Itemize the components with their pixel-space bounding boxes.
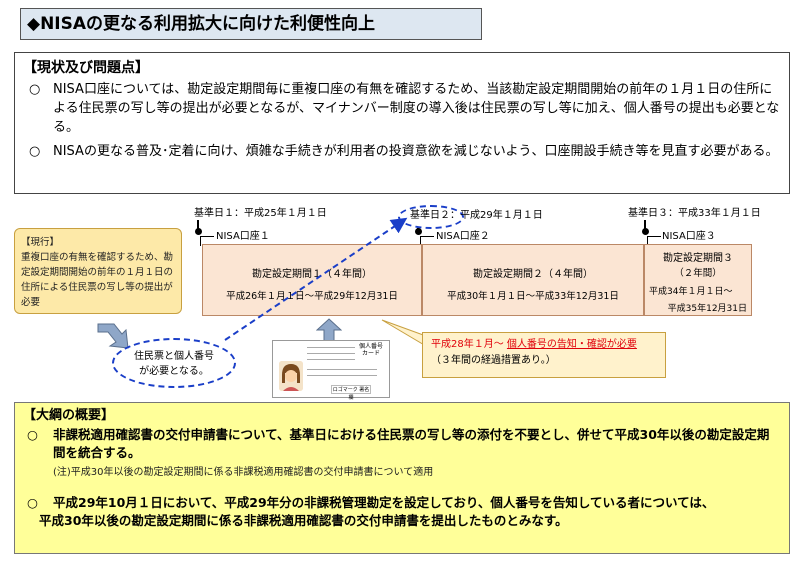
circle-mark: ○ <box>27 495 38 510</box>
status-item-2-text: NISAの更なる普及･定着に向け、煩雑な手続きが利用者の投資意欲を減じないよう、… <box>53 144 779 159</box>
timeline-diagram: 基準日１：平成25年１月１日 NISA口座１ 基準日２：平成29年１月１日 NI… <box>0 200 800 401</box>
outline-item-2-text-a: 平成29年10月１日において、平成29年分の非課税管理勘定を設定しており、個人番… <box>53 495 715 510</box>
period-2: 勘定設定期間２（４年間） 平成30年１月１日～平成33年12月31日 <box>422 244 644 316</box>
base-date-3-dot <box>642 228 649 235</box>
status-section: 【現状及び問題点】 ○ NISA口座については、勘定設定期間毎に重複口座の有無を… <box>14 52 790 194</box>
period-3-title: 勘定設定期間３ <box>663 253 733 264</box>
outline-item-1: ○ 非課税適用確認書の交付申請書について、基準日における住民票の写し等の添付を不… <box>23 426 781 462</box>
status-item-2: ○ NISAの更なる普及･定着に向け、煩雑な手続きが利用者の投資意欲を減じないよ… <box>23 142 781 161</box>
outline-heading: 【大綱の概要】 <box>23 408 115 423</box>
callout-line-2: （３年間の経過措置あり。） <box>431 355 556 366</box>
card-title-line-1: 個人番号 <box>358 343 383 350</box>
card-title: 個人番号 カード <box>359 343 383 357</box>
callout-line-1-prefix: 平成28年１月～ <box>431 339 504 350</box>
period-3-sub: （２年間） <box>674 268 722 279</box>
my-number-callout: 平成28年１月～ 個人番号の告知・確認が必要 （３年間の経過措置あり。） <box>422 332 666 378</box>
nisa-account-1: NISA口座１ <box>216 231 270 242</box>
base-date-2: 基準日２：平成29年１月１日 <box>410 210 543 222</box>
base-date-1: 基準日１：平成25年１月１日 <box>194 208 327 219</box>
callout-line-1-underlined: 個人番号の告知・確認が必要 <box>506 339 637 350</box>
callout-pointer-icon <box>381 319 427 347</box>
period-1: 勘定設定期間１（４年間） 平成26年１月１日～平成29年12月31日 <box>202 244 422 316</box>
current-rule-heading: 【現行】 <box>21 237 60 248</box>
nisa-account-2: NISA口座２ <box>436 231 490 242</box>
circle-mark: ○ <box>29 82 41 97</box>
base-date-2-date: ：平成29年１月１日 <box>450 210 543 221</box>
base-date-2-highlight <box>398 205 464 229</box>
nisa-2-bracket <box>420 236 434 246</box>
status-item-1: ○ NISA口座については、勘定設定期間毎に重複口座の有無を確認するため、当該勘… <box>23 80 781 137</box>
circle-mark: ○ <box>29 144 41 159</box>
period-3: 勘定設定期間３ （２年間） 平成34年１月１日～ 平成35年12月31日 <box>644 244 752 316</box>
card-line <box>307 359 355 360</box>
base-date-2-dot <box>415 228 422 235</box>
nisa-account-3: NISA口座３ <box>662 231 716 242</box>
period-2-title: 勘定設定期間２（４年間） <box>473 269 593 280</box>
circle-mark: ○ <box>27 427 38 442</box>
resident-card-ellipse: 住民票と個人番号 が必要となる。 <box>112 338 236 388</box>
outline-item-2: ○ 平成29年10月１日において、平成29年分の非課税管理勘定を設定しており、個… <box>23 494 781 530</box>
ellipse-line-1: 住民票と個人番号 <box>134 351 214 362</box>
base-date-1-tick <box>197 220 199 232</box>
card-line <box>307 353 355 354</box>
card-line <box>307 375 377 376</box>
base-date-3: 基準日３：平成33年１月１日 <box>628 208 761 219</box>
base-date-2-label: 基準日２ <box>410 210 450 221</box>
period-2-range: 平成30年１月１日～平成33年12月31日 <box>447 291 619 302</box>
current-rule-text: 重複口座の有無を確認するため、勘定設定期間開始の前年の１月１日の住所による住民票… <box>21 252 174 308</box>
card-title-line-2: カード <box>361 350 380 357</box>
my-number-card-image: 個人番号 カード ロゴマーク 署名欄 <box>272 340 390 401</box>
period-3-range-end: 平成35年12月31日 <box>667 304 747 314</box>
card-line <box>307 347 355 348</box>
card-line <box>307 369 377 370</box>
period-1-title: 勘定設定期間１（４年間） <box>252 269 372 280</box>
status-heading: 【現状及び問題点】 <box>23 60 149 76</box>
base-date-3-tick <box>644 220 646 232</box>
outline-item-2-text-b: 平成30年以後の勘定設定期間に係る非課税適用確認書の交付申請書を提出したものとみ… <box>39 513 568 528</box>
outline-item-1-text: 非課税適用確認書の交付申請書について、基準日における住民票の写し等の添付を不要と… <box>53 427 770 460</box>
current-rule-box: 【現行】 重複口座の有無を確認するため、勘定設定期間開始の前年の１月１日の住所に… <box>14 228 182 314</box>
card-stamp: ロゴマーク 署名欄 <box>331 385 371 401</box>
period-1-range: 平成26年１月１日～平成29年12月31日 <box>226 291 398 302</box>
base-date-1-dot <box>195 228 202 235</box>
up-arrow-icon <box>316 318 342 342</box>
page-title: ◆NISAの更なる利用拡大に向けた利便性向上 <box>20 8 482 40</box>
ellipse-line-2: が必要となる。 <box>139 366 209 377</box>
nisa-1-bracket <box>200 236 214 246</box>
status-item-1-text: NISA口座については、勘定設定期間毎に重複口座の有無を確認するため、当該勘定設… <box>53 82 780 135</box>
outline-note: (注)平成30年以後の勘定設定期間に係る非課税適用確認書の交付申請書について適用 <box>53 467 434 478</box>
nisa-3-bracket <box>647 236 661 246</box>
dashed-connector-icon <box>224 217 408 341</box>
period-3-range: 平成34年１月１日～ <box>649 287 733 297</box>
person-photo-icon <box>279 361 303 391</box>
down-right-arrow-icon <box>97 323 129 349</box>
outline-section: 【大綱の概要】 ○ 非課税適用確認書の交付申請書について、基準日における住民票の… <box>14 402 790 554</box>
callout-line-1: 平成28年１月～ 個人番号の告知・確認が必要 <box>431 337 657 353</box>
